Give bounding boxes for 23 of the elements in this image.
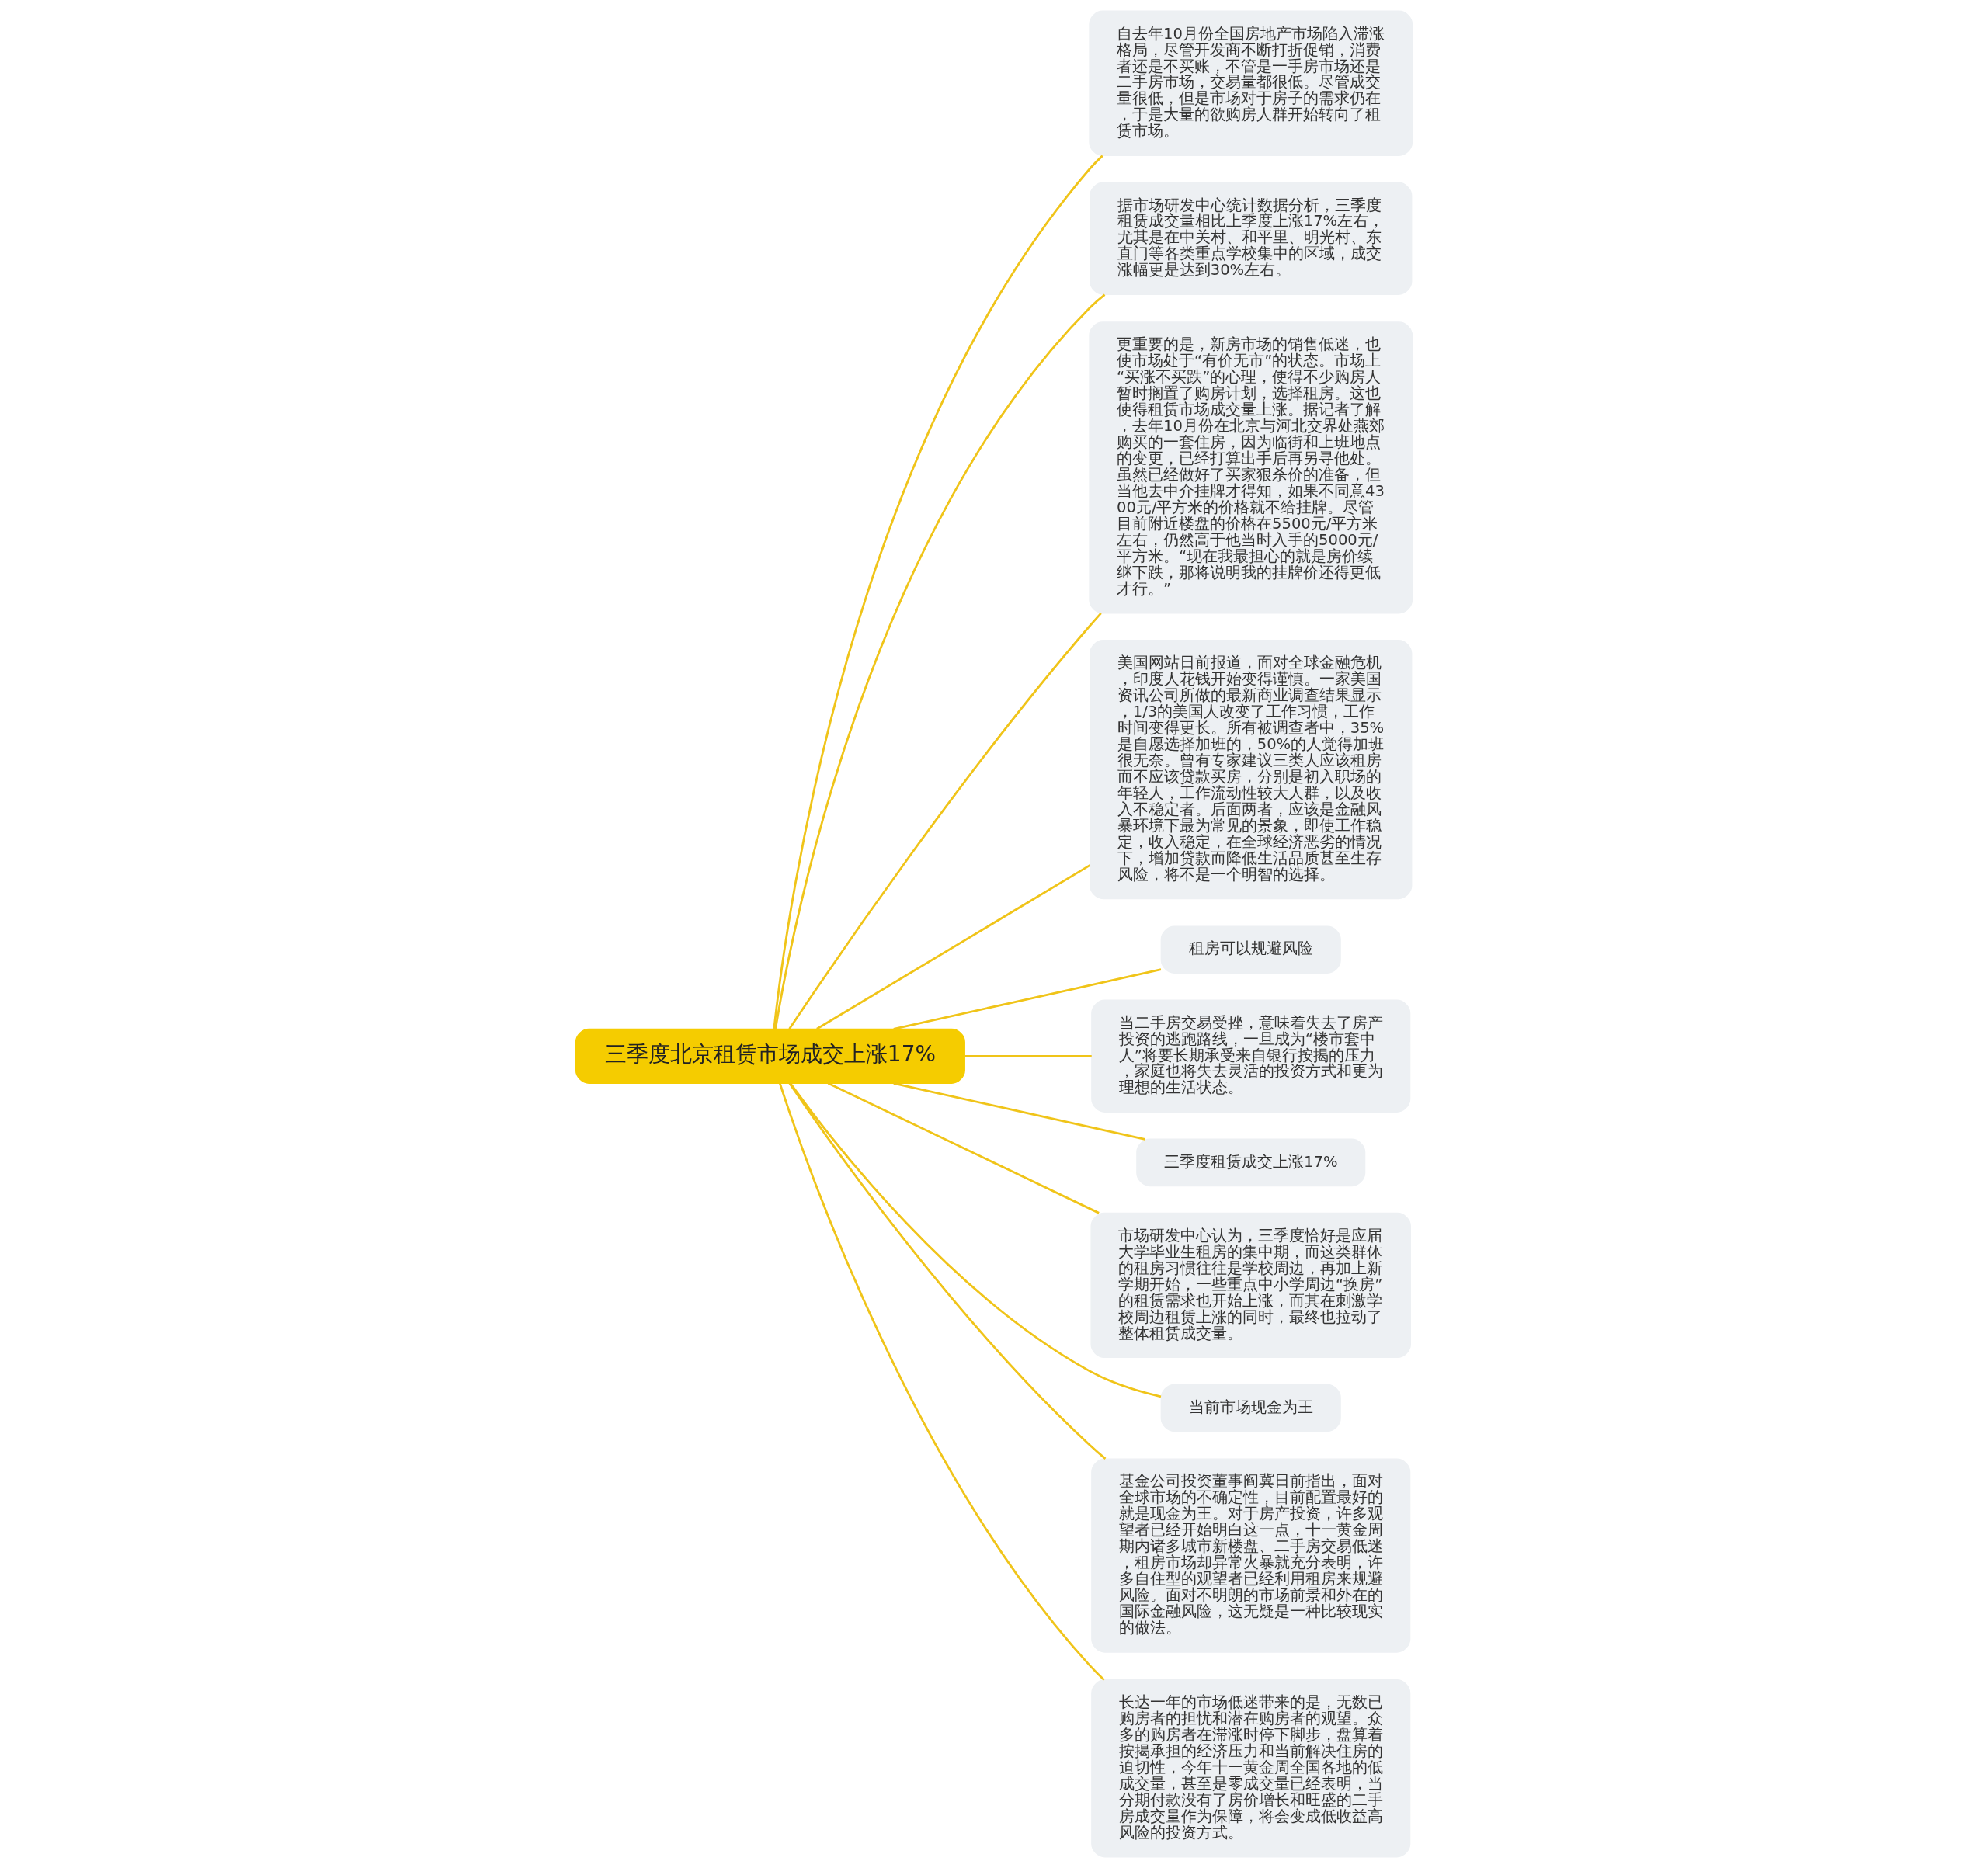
connector	[789, 1082, 1162, 1398]
connector	[816, 864, 1091, 1030]
connector	[788, 612, 1102, 1029]
node-box: 自去年10月份全国房地产市场陷入滞涨格局，尽管开发商不断打折促销，消费者还是不买账，不管是一手房市场还是二手房市场，交易量都很低。尽管成交量很低，但是市场对于房子的需求仍在，于是大量的欲购房人群开始转向了租赁市场。	[1089, 10, 1413, 156]
node-box: 美国网站日前报道，面对全球金融危机，印度人花钱开始变得谨慎。一家美国资讯公司所做的最新商业调查结果显示，1/3的美国人改变了工作习惯，工作时间变得更长。所有被调查者中，35%是自愿选择加班的，50%的人觉得加班很无奈。曾有专家建议三类人应该租房而不应该贷款买房，分别是初入职场的年轻人，工作流动性较大人群，以及收入不稳定者。后面两者，应该是金融风暴环境下最为常见的景象，即使工作稳定，收入稳定，在全球经济恶劣的情况下，增加贷款而降低生活品质甚至生存风险，将不是一个明智的选择。	[1090, 640, 1413, 900]
connector	[964, 1054, 1092, 1057]
connector	[788, 1082, 1107, 1460]
node-box: 三季度租赁成交上涨17%	[1136, 1138, 1366, 1187]
node-box: 租房可以规避风险	[1160, 925, 1341, 974]
connector	[827, 1082, 1100, 1214]
node-box: 基金公司投资董事阎冀日前指出，面对全球市场的不确定性，目前配置最好的就是现金为王。对于房产投资，许多观望者已经开始明白这一点，十一黄金周期内诸多城市新楼盘、二手房交易低迷，租房市场却异常火暴就充分表明，许多自住型的观望者已经利用租房来规避风险。面对不明朗的市场前景和外在的国际金融风险，这无疑是一种比较现实的做法。	[1091, 1458, 1411, 1653]
node-box: 据市场研发中心统计数据分析，三季度租赁成交量相比上季度上涨17%左右，尤其是在中关村、和平里、明光村、东直门等各类重点学校集中的区域，成交涨幅更是达到30%左右。	[1090, 182, 1413, 295]
node-box: 更重要的是，新房市场的销售低迷，也使市场处于“有价无市”的状态。市场上“买涨不买跌”的心理，使得不少购房人暂时搁置了购房计划，选择租房。这也使得租赁市场成交量上涨。据记者了解，去年10月份在北京与河北交界处燕郊购买的一套住房，因为临街和上班地点的变更，已经打算出手后再另寻他处。虽然已经做好了买家狠杀价的准备，但当他去中介挂牌才得知，如果不同意4300元/平方米的价格就不给挂牌。尽管目前附近楼盘的价格在5500元/平方米左右，仍然高于他当时入手的5000元/平方米。“现在我最担心的就是房价续继下跌，那将说明我的挂牌价还得更低才行。”	[1089, 321, 1413, 614]
node-box: 当二手房交易受挫，意味着失去了房产投资的逃跑路线，一旦成为“楼市套中人”将要长期承受来自银行按揭的压力，家庭也将失去灵活的投资方式和更为理想的生活状态。	[1091, 999, 1411, 1113]
connector	[773, 155, 1103, 1029]
node-box: 长达一年的市场低迷带来的是，无数已购房者的担忧和潜在购房者的观望。众多的购房者在滞涨时停下脚步，盘算着按揭承担的经济压力和当前解决住房的迫切性，今年十一黄金周全国各地的低成交量，甚至是零成交量已经表明，当分期付款没有了房价增长和旺盛的二手房成交量作为保障，将会变成低收益高风险的投资方式。	[1091, 1679, 1411, 1858]
connector	[774, 293, 1106, 1029]
connector	[779, 1083, 1105, 1681]
connector	[893, 968, 1162, 1030]
connector	[893, 1082, 1145, 1141]
node-box: 当前市场现金为王	[1160, 1384, 1341, 1432]
node-box: 三季度北京租赁市场成交上涨17%	[575, 1028, 965, 1084]
node-box: 市场研发中心认为，三季度恰好是应届大学毕业生租房的集中期，而这类群体的租房习惯往往是学校周边，再加上新学期开始，一些重点中小学周边“换房”的租赁需求也开始上涨，而其在刺激学校周边租赁上涨的同时，最终也拉动了整体租赁成交量。	[1090, 1212, 1411, 1359]
